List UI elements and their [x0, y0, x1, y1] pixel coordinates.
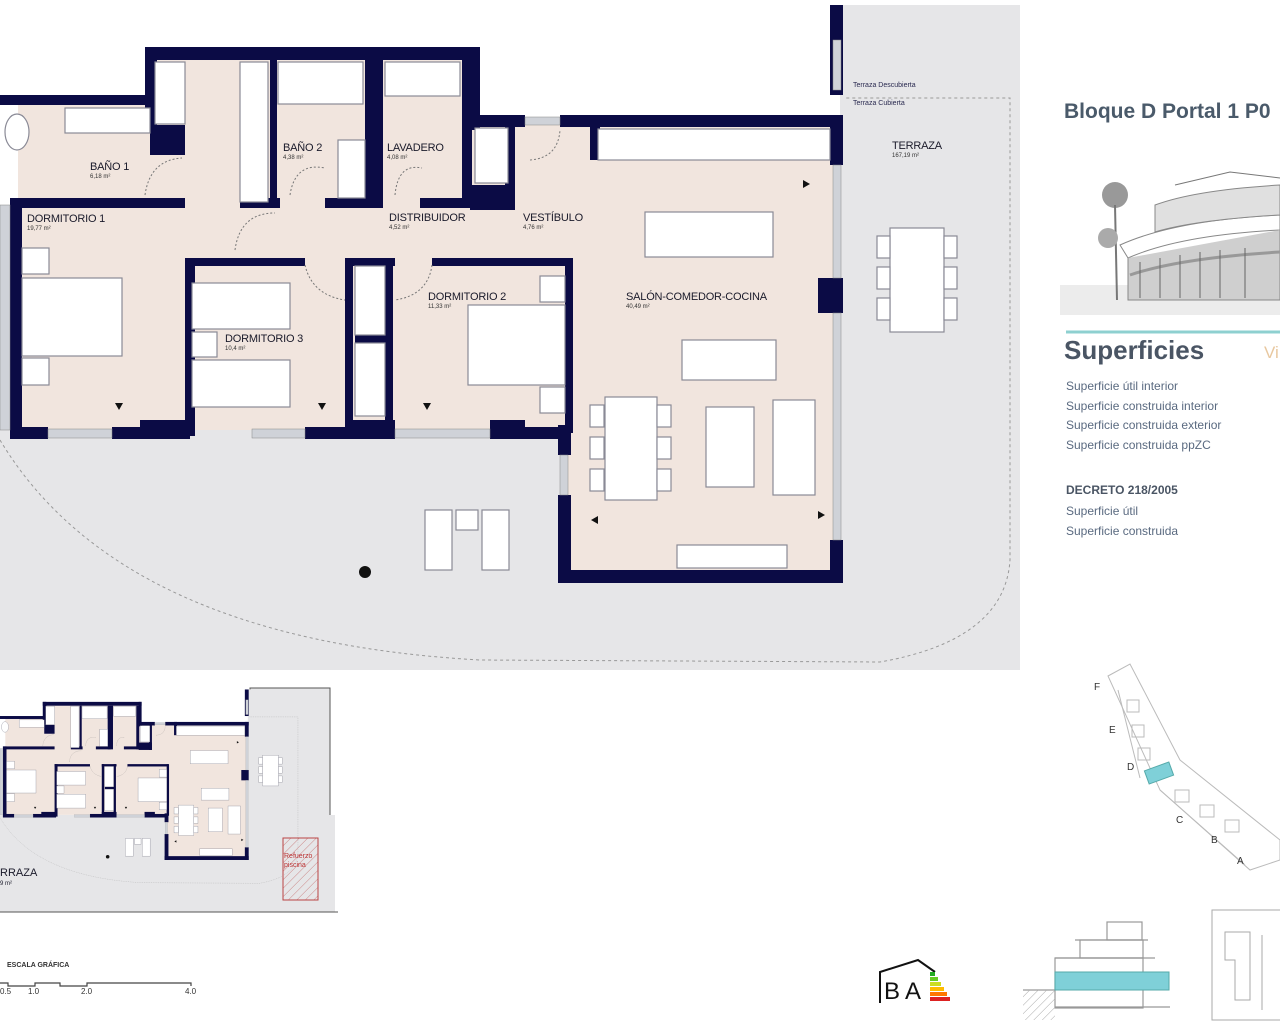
- selected-floor-highlight: [1054, 971, 1170, 991]
- block-label-e: E: [1109, 725, 1116, 736]
- pool-reinforcement-label: Refuerzo piscina: [284, 853, 313, 869]
- views-tab[interactable]: Vi: [1264, 343, 1279, 362]
- scale-tick: 4.0: [185, 987, 197, 996]
- decree-heading: DECRETO 218/2005: [1066, 483, 1178, 497]
- windows: [0, 39, 842, 541]
- scale-tick: 2.0: [81, 987, 93, 996]
- door-swings: [144, 129, 561, 301]
- block-label-a: A: [1237, 856, 1244, 867]
- surface-item: Superficie construida exterior: [1066, 418, 1222, 432]
- block-label-f: F: [1094, 682, 1101, 693]
- scale-tick: 1.0: [28, 987, 40, 996]
- svg-text:A: A: [905, 978, 921, 1005]
- right-terrace: [840, 5, 1020, 670]
- scale-tick: 0.5: [0, 987, 12, 996]
- scale-bar: [0, 982, 192, 987]
- svg-text:B: B: [884, 978, 900, 1005]
- block-label-b: B: [1211, 835, 1218, 846]
- walls: [0, 5, 843, 583]
- unit-title: Bloque D Portal 1 P0: [1064, 100, 1271, 123]
- mini-terrace-area: 9 m²: [0, 881, 12, 887]
- selected-unit-highlight: [1143, 761, 1175, 785]
- floor-thumbnail: [1211, 909, 1280, 1021]
- decree-item: Superficie útil: [1066, 504, 1139, 518]
- site-plan: [1107, 663, 1280, 871]
- decree-item: Superficie construida: [1066, 524, 1179, 538]
- surfaces-heading: Superficies: [1064, 335, 1205, 365]
- info-panel: Bloque D Portal 1 P0 Superficies Vi Supe…: [1064, 0, 1280, 1024]
- block-label-d: D: [1127, 762, 1135, 773]
- scale-title: ESCALA GRÁFICA: [7, 962, 70, 969]
- surface-item: Superficie construida interior: [1066, 399, 1219, 413]
- block-label-c: C: [1176, 815, 1184, 826]
- furniture: [4, 61, 958, 571]
- mini-terrace-label: RRAZA: [0, 867, 38, 879]
- markers: [115, 180, 825, 578]
- surface-item: Superficie construida ppZC: [1066, 438, 1211, 452]
- terrace-uncovered-label: Terraza Descubierta: [853, 82, 916, 89]
- terrace-covered-label: Terraza Cubierta: [853, 100, 905, 107]
- energy-label-icon: B A: [879, 958, 950, 1005]
- building-rendering: [1060, 171, 1280, 315]
- mini-plan: [0, 687, 338, 913]
- surface-item: Superficie útil interior: [1066, 379, 1179, 393]
